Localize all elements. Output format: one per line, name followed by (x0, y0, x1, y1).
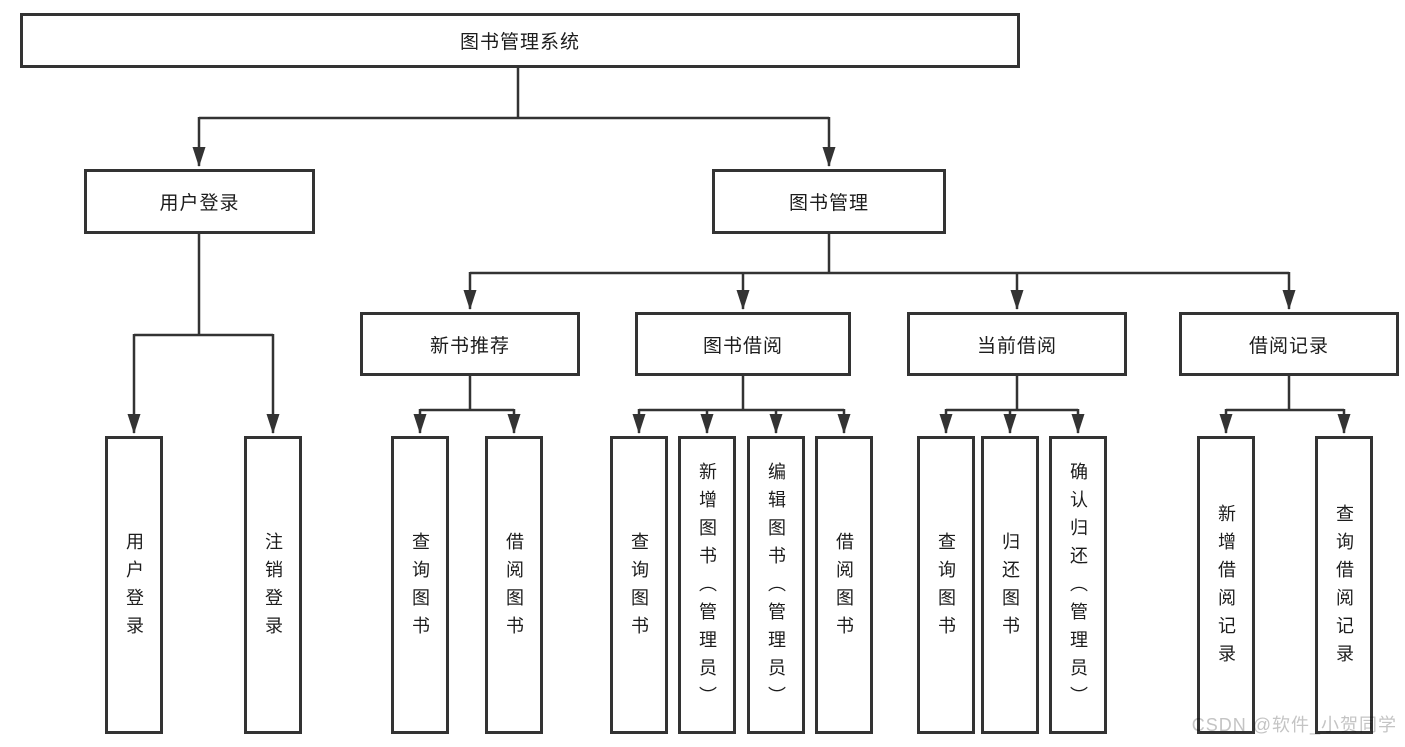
node-book-management-branch: 图书管理 (712, 169, 946, 234)
leaf-confirm-return-admin: 确认归还（管理员） (1049, 436, 1107, 734)
node-new-book-recommend: 新书推荐 (360, 312, 580, 376)
node-root-library-system: 图书管理系统 (20, 13, 1020, 68)
leaf-add-borrow-record: 新增借阅记录 (1197, 436, 1255, 734)
leaf-return-books: 归还图书 (981, 436, 1039, 734)
leaf-query-books-3: 查询图书 (917, 436, 975, 734)
leaf-logout: 注销登录 (244, 436, 302, 734)
leaf-query-borrow-record: 查询借阅记录 (1315, 436, 1373, 734)
leaf-query-books-2: 查询图书 (610, 436, 668, 734)
leaf-borrow-books-2: 借阅图书 (815, 436, 873, 734)
node-current-borrow: 当前借阅 (907, 312, 1127, 376)
node-user-login-branch: 用户登录 (84, 169, 315, 234)
node-borrow-records: 借阅记录 (1179, 312, 1399, 376)
node-book-borrow: 图书借阅 (635, 312, 851, 376)
leaf-user-login: 用户登录 (105, 436, 163, 734)
leaf-query-books-1: 查询图书 (391, 436, 449, 734)
leaf-edit-books-admin: 编辑图书（管理员） (747, 436, 805, 734)
csdn-watermark: CSDN @软件_小贺同学 (1191, 715, 1397, 735)
leaf-borrow-books-1: 借阅图书 (485, 436, 543, 734)
leaf-add-books-admin: 新增图书（管理员） (678, 436, 736, 734)
